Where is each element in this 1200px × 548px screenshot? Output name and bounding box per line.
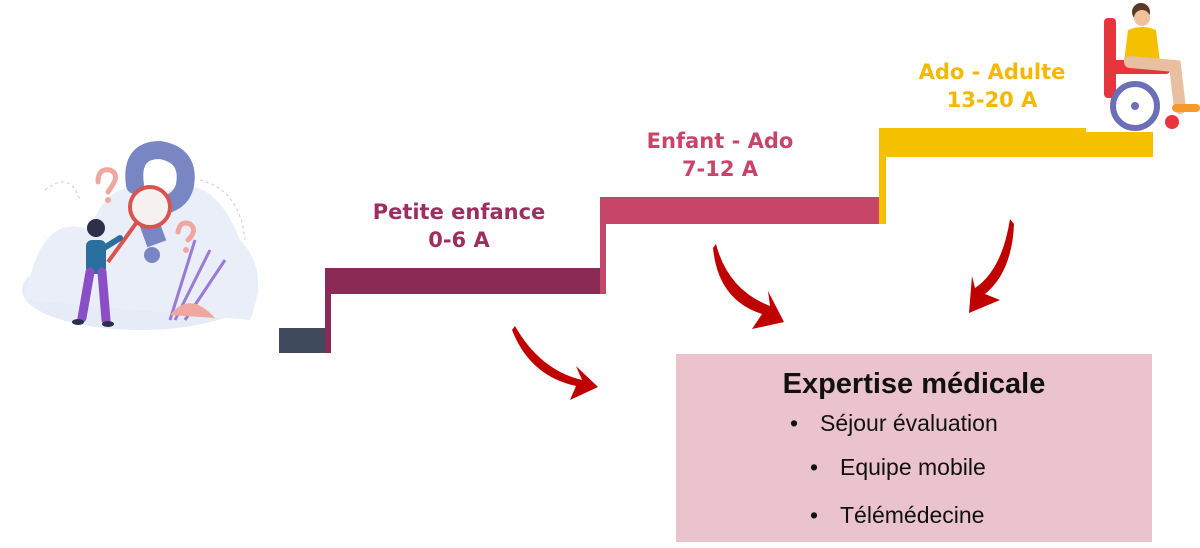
wheelchair-person-illustration-icon xyxy=(1086,0,1200,132)
expertise-title: Expertise médicale xyxy=(782,368,1046,400)
step-label-enfant-ado: Enfant - Ado 7-12 A xyxy=(620,127,820,183)
bullet-glyph: • xyxy=(790,410,799,436)
stair-step-1-tread xyxy=(325,268,605,294)
expertise-box: Expertise médicale •Séjour évaluation •E… xyxy=(676,354,1152,542)
arrow-3 xyxy=(969,219,1014,313)
expertise-item-1-label: Séjour évaluation xyxy=(820,410,998,436)
expertise-item-3: • Télémédecine xyxy=(810,502,984,529)
bullet-glyph: • xyxy=(810,454,819,480)
stair-step-2-riser xyxy=(600,197,606,294)
stair-base xyxy=(279,328,329,353)
bullet-glyph: • xyxy=(810,502,819,528)
stair-step-3-riser xyxy=(879,128,886,224)
step-3-age: 13-20 A xyxy=(946,88,1038,112)
step-2-age: 7-12 A xyxy=(681,157,759,181)
step-3-title: Ado - Adulte xyxy=(918,60,1066,84)
step-label-ado-adulte: Ado - Adulte 13-20 A xyxy=(892,58,1092,114)
stair-step-1-riser xyxy=(325,268,331,353)
arrow-2 xyxy=(713,244,784,329)
step-1-title: Petite enfance xyxy=(372,200,546,224)
expertise-item-3-label: Télémédecine xyxy=(840,502,985,528)
expertise-item-1: • Séjour évaluation xyxy=(790,410,998,437)
expertise-item-2-label: Equipe mobile xyxy=(840,454,986,480)
step-label-petite-enfance: Petite enfance 0-6 A xyxy=(354,198,564,254)
step-2-title: Enfant - Ado xyxy=(646,129,794,153)
stair-step-2-tread xyxy=(600,197,882,224)
arrow-1 xyxy=(512,326,598,400)
magnifier-search-illustration-icon xyxy=(22,140,258,330)
stair-step-3-tread xyxy=(879,128,1153,157)
step-1-age: 0-6 A xyxy=(428,228,490,252)
expertise-item-2: • Equipe mobile xyxy=(810,454,986,481)
